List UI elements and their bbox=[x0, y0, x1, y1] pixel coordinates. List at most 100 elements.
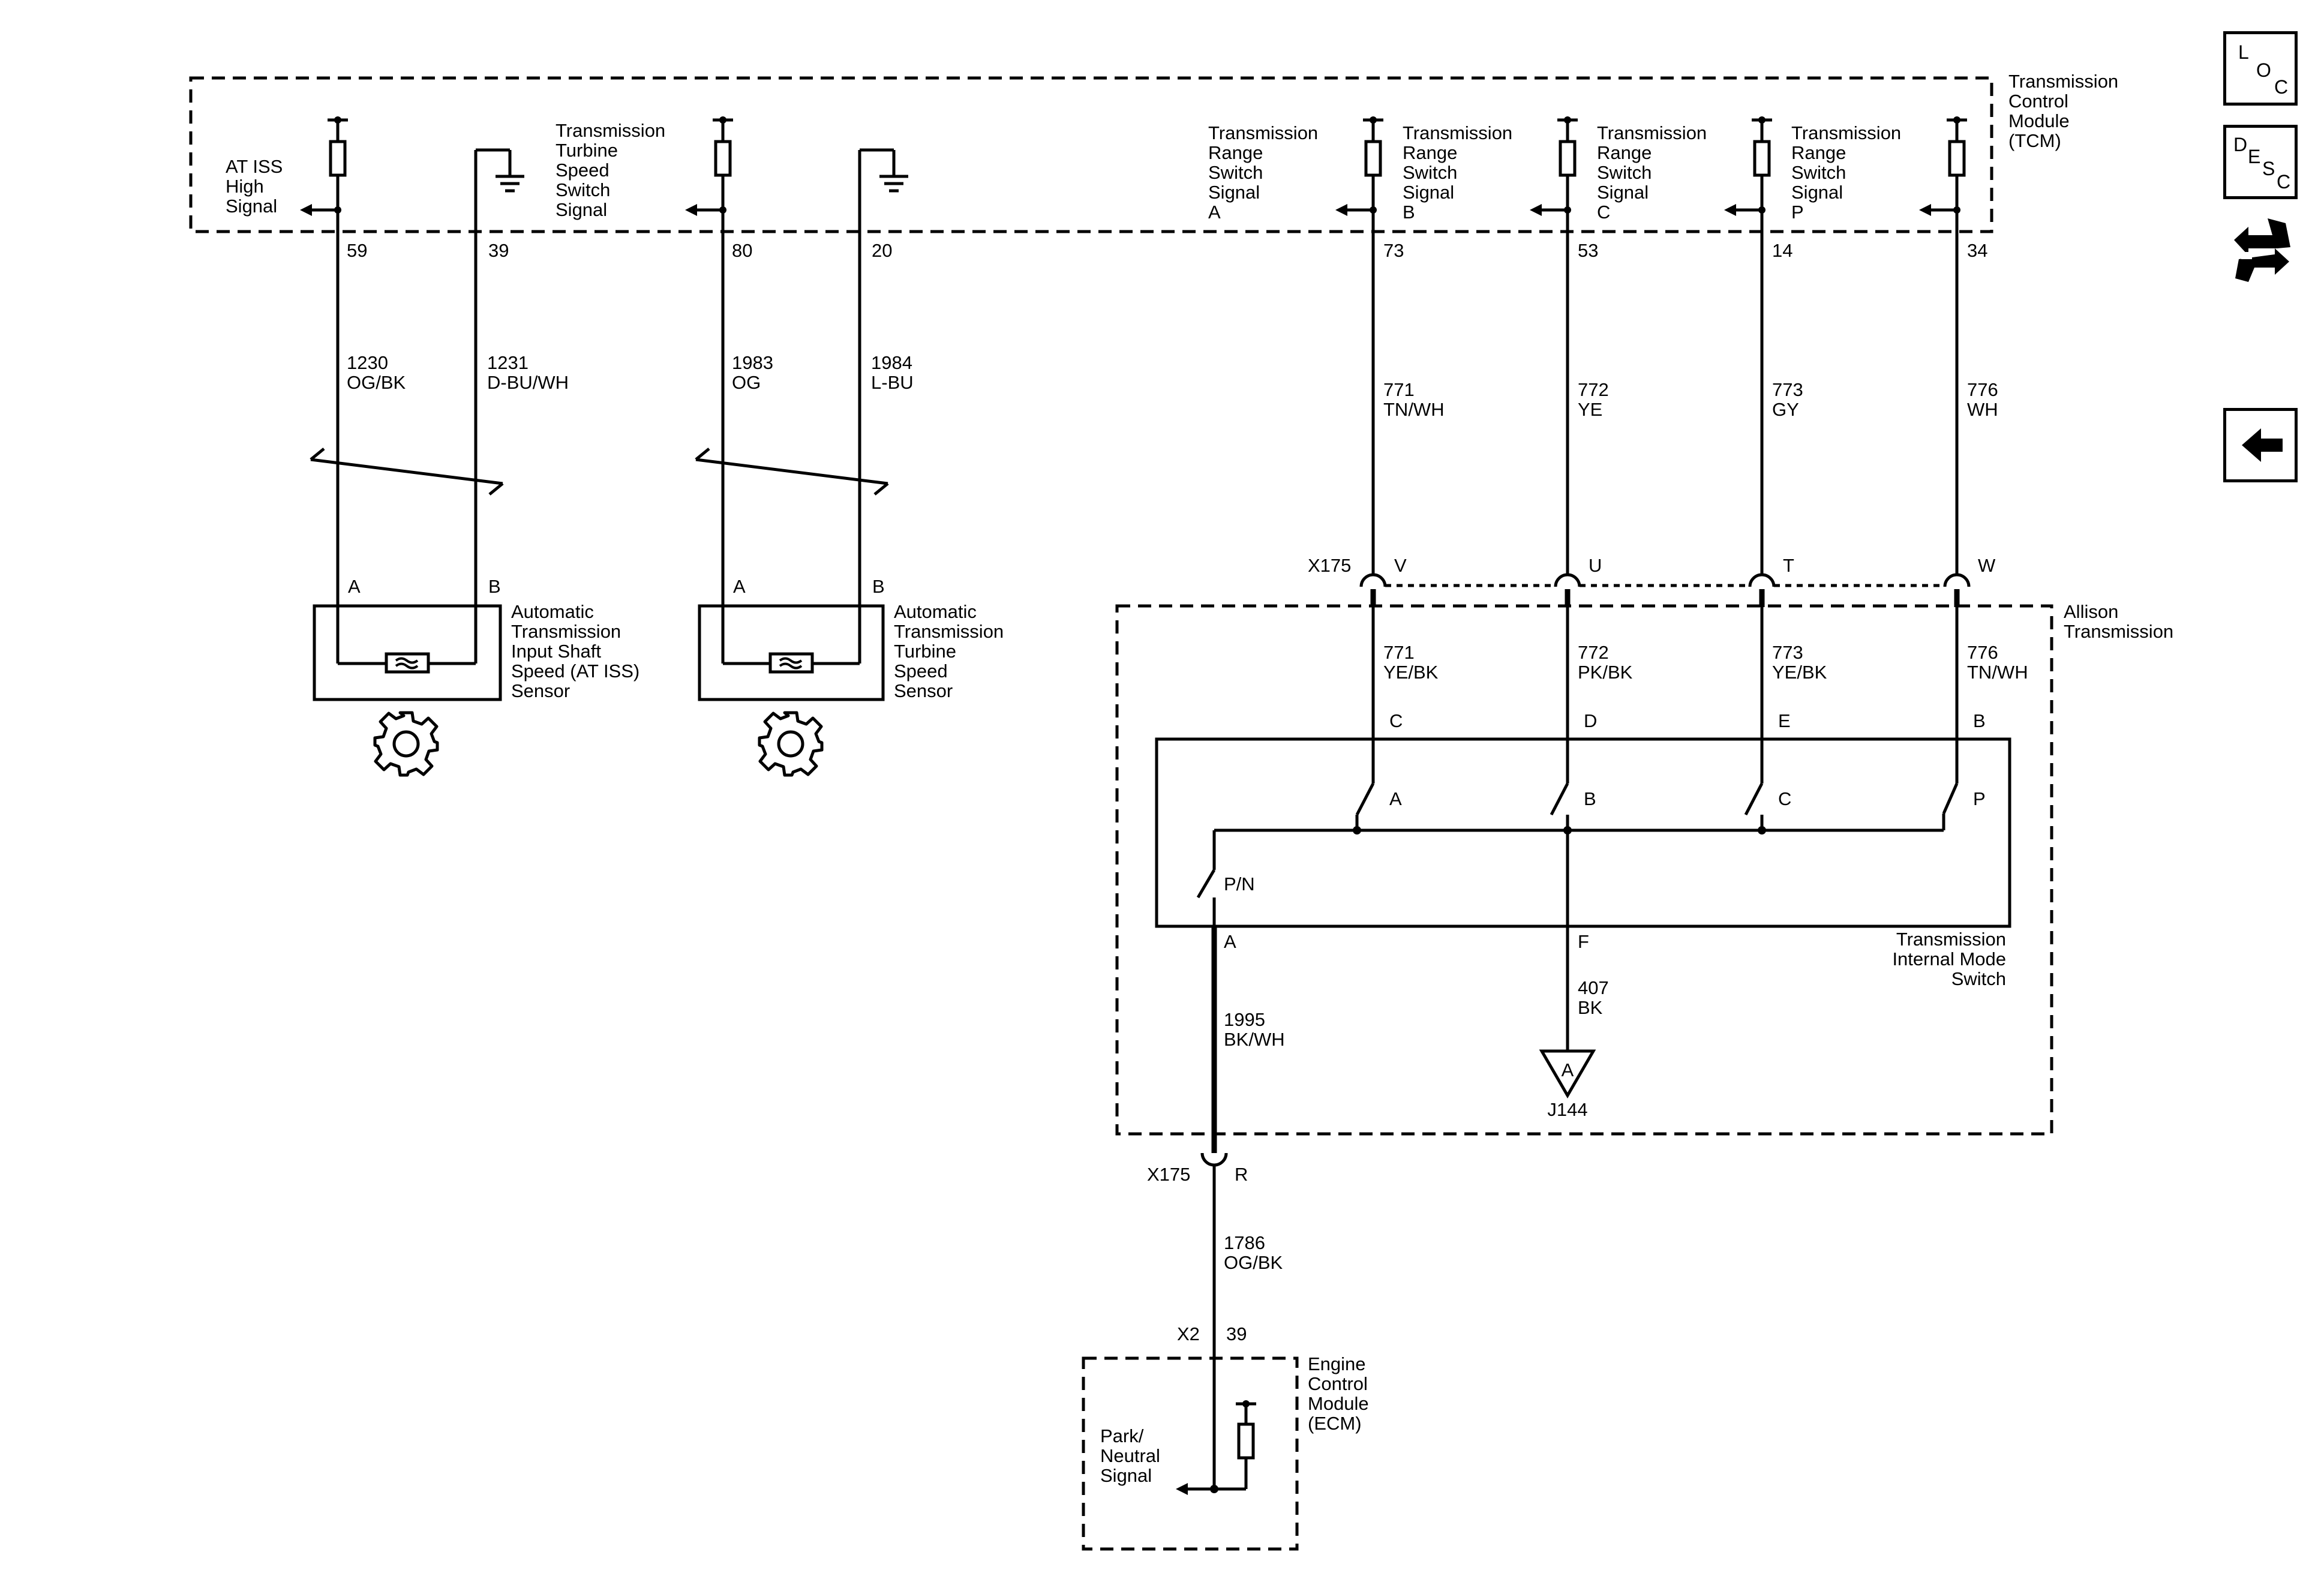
allison-name: Transmission bbox=[2064, 621, 2173, 642]
loc-letter: O bbox=[2256, 59, 2271, 81]
wire-color: OG bbox=[732, 372, 761, 393]
signal-label: Transmission bbox=[1208, 122, 1318, 143]
ims-name: Transmission bbox=[1896, 929, 2006, 950]
sensor-name: Automatic bbox=[511, 601, 594, 622]
back-button[interactable] bbox=[2223, 408, 2298, 482]
desc-letter: S bbox=[2262, 158, 2275, 179]
circuit-number: 776 bbox=[1967, 379, 1998, 400]
tcm-name-line: Control bbox=[2008, 91, 2068, 112]
input-arrow-icon bbox=[1176, 1483, 1188, 1495]
signal-label: Transmission bbox=[556, 120, 665, 141]
tcm-name-line: Module bbox=[2008, 110, 2070, 131]
signal-label: Transmission bbox=[1791, 122, 1901, 143]
pin-number: 73 bbox=[1383, 240, 1404, 261]
signal-label: Signal bbox=[1208, 182, 1260, 203]
circuit-number: 771 bbox=[1383, 642, 1415, 663]
signal-label: Switch bbox=[1597, 162, 1652, 183]
pull-up-resistor-icon bbox=[1752, 116, 1772, 214]
ground-icon bbox=[858, 148, 908, 232]
circuit-number: 1983 bbox=[732, 352, 773, 373]
tcm-name-line: Transmission bbox=[2008, 71, 2118, 92]
back-arrow-icon bbox=[2242, 428, 2283, 462]
input-arrow-icon bbox=[300, 204, 338, 216]
desc-letter: C bbox=[2277, 171, 2291, 193]
switch-contact-icon bbox=[1355, 739, 1375, 830]
magnetic-pickup-icon bbox=[385, 652, 430, 674]
sensor-name: Transmission bbox=[511, 621, 621, 642]
ims-pin: F bbox=[1578, 931, 1589, 952]
signal-label: Signal bbox=[1791, 182, 1843, 203]
signal-label: Signal bbox=[1403, 182, 1454, 203]
ecm-signal: Park/ bbox=[1100, 1425, 1144, 1446]
tcm-module: Transmission Control Module (TCM) bbox=[189, 71, 2118, 233]
desc-letter: E bbox=[2248, 146, 2261, 167]
circuit-number: 407 bbox=[1578, 977, 1609, 998]
wire-color: D-BU/WH bbox=[487, 372, 569, 393]
input-arrow-icon bbox=[1724, 204, 1762, 216]
pull-up-resistor-icon bbox=[1363, 116, 1383, 214]
wire-color: YE/BK bbox=[1772, 662, 1827, 683]
connector-pinout-icon[interactable] bbox=[2230, 211, 2293, 302]
wire-color: OG/BK bbox=[1224, 1252, 1283, 1273]
range-switch-wires-lower: 771 YE/BK 772 PK/BK 773 YE/BK 776 TN/WH … bbox=[1371, 607, 2028, 739]
range-switch-wires-upper: 771 TN/WH 772 YE 773 GY 776 WH bbox=[1371, 210, 1998, 575]
pin-number: 59 bbox=[347, 240, 367, 261]
circuit-number: 1231 bbox=[487, 352, 529, 373]
switch-contact-icon bbox=[1744, 739, 1764, 830]
magnetic-pickup-icon bbox=[768, 652, 814, 674]
wire-color: WH bbox=[1967, 399, 1998, 420]
pin-number: 20 bbox=[872, 240, 892, 261]
connector-id: X175 bbox=[1308, 555, 1351, 576]
ims-pin: E bbox=[1778, 710, 1791, 731]
switch-label: P/N bbox=[1224, 873, 1255, 894]
description-button[interactable]: D E S C bbox=[2223, 125, 2298, 199]
input-arrow-icon bbox=[1530, 204, 1568, 216]
sensor-name: Transmission bbox=[894, 621, 1004, 642]
signal-label: Signal bbox=[226, 196, 277, 217]
wire-color: OG/BK bbox=[347, 372, 406, 393]
wire-color: BK bbox=[1578, 997, 1603, 1018]
wire-color: YE bbox=[1578, 399, 1602, 420]
pin-number: 39 bbox=[488, 240, 509, 261]
signal-label: Transmission bbox=[1597, 122, 1707, 143]
signal-label: B bbox=[1403, 202, 1415, 223]
sensor-name: Speed (AT ISS) bbox=[511, 661, 639, 682]
pin-number: 53 bbox=[1578, 240, 1598, 261]
park-neutral-circuit: 1995 BK/WH X175 R 1786 OG/BK bbox=[1147, 926, 1285, 1489]
signal-label: Range bbox=[1208, 142, 1263, 163]
sensor-pin: A bbox=[733, 576, 746, 597]
sensor-name: Speed bbox=[894, 661, 948, 682]
circuit-number: 773 bbox=[1772, 379, 1803, 400]
ims-name: Switch bbox=[1951, 968, 2006, 989]
desc-letter: D bbox=[2233, 134, 2248, 155]
tcm-name-line: (TCM) bbox=[2008, 130, 2061, 151]
sensor-pin: A bbox=[348, 576, 361, 597]
circuit-number: 773 bbox=[1772, 642, 1803, 663]
switch-label: P bbox=[1973, 788, 1986, 809]
circuit-number: 1995 bbox=[1224, 1009, 1265, 1030]
signal-label: Range bbox=[1403, 142, 1457, 163]
signal-label: Transmission bbox=[1403, 122, 1512, 143]
speed-sensor-wire-labels: 1230 OG/BK 1231 D-BU/WH 1983 OG 1984 L-B… bbox=[347, 352, 914, 393]
signal-label: A bbox=[1208, 202, 1221, 223]
ground-circuit: 407 BK A J144 bbox=[1539, 926, 1609, 1120]
ground-id: J144 bbox=[1547, 1099, 1587, 1120]
signal-label: Speed bbox=[556, 160, 609, 181]
location-button[interactable]: L O C bbox=[2223, 31, 2298, 106]
pull-up-resistor-icon bbox=[1947, 116, 1967, 214]
connector-pin: W bbox=[1978, 555, 1996, 576]
switch-label: C bbox=[1778, 788, 1791, 809]
pull-up-resistor-icon bbox=[1557, 116, 1578, 214]
switch-contact-icon bbox=[1942, 739, 1959, 830]
wire-color: YE/BK bbox=[1383, 662, 1439, 683]
input-arrow-icon bbox=[1919, 204, 1957, 216]
signal-label: Switch bbox=[556, 179, 610, 200]
circuit-number: 772 bbox=[1578, 379, 1609, 400]
ecm-signal: Neutral bbox=[1100, 1445, 1160, 1466]
circuit-number: 776 bbox=[1967, 642, 1998, 663]
pin-number: 14 bbox=[1772, 240, 1792, 261]
signal-label: Range bbox=[1791, 142, 1846, 163]
ground-icon bbox=[474, 148, 524, 232]
wire-color: GY bbox=[1772, 399, 1799, 420]
wire-color: BK/WH bbox=[1224, 1029, 1285, 1050]
